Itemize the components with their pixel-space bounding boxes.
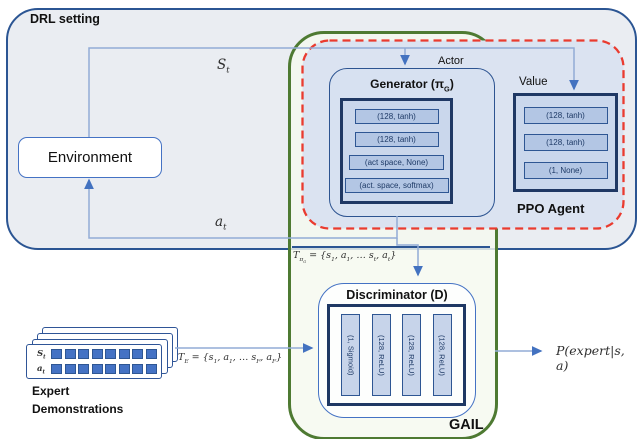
- actor-box: Generator (πG) (128, tanh) (128, tanh) (…: [329, 68, 495, 217]
- data-cell: [118, 364, 130, 374]
- data-cell: [105, 364, 116, 374]
- data-cell: [145, 364, 157, 374]
- generator-title: Generator (πG): [370, 77, 454, 94]
- action-data-cells: [51, 364, 159, 374]
- state-flow-label: St: [217, 57, 230, 75]
- data-cell: [132, 364, 143, 374]
- expert-label-line1: Expert: [32, 384, 70, 398]
- value-label: Value: [519, 76, 548, 88]
- actor-label: Actor: [438, 55, 464, 67]
- generator-layer-4: (act. space, softmax): [344, 178, 449, 193]
- data-cell: [145, 349, 157, 359]
- discriminator-network-box: (1, Sigmoid) (128, ReLU) (128, ReLU) (12…: [327, 304, 466, 406]
- discriminator-layer-4: (128, ReLU): [432, 314, 452, 396]
- expert-trajectory-label: TE = {s1, a1, … sF, aF}: [178, 352, 283, 365]
- drl-setting-title: DRL setting: [30, 12, 100, 26]
- environment-box: Environment: [18, 137, 162, 178]
- data-cell: [51, 349, 62, 359]
- state-data-cells: [51, 349, 159, 359]
- action-row-label: at: [37, 364, 45, 376]
- ppo-agent-label: PPO Agent: [517, 201, 585, 216]
- data-cell: [105, 349, 116, 359]
- data-cell: [91, 364, 103, 374]
- discriminator-layer-2: (128, ReLU): [371, 314, 391, 396]
- discriminator-title: Discriminator (D): [346, 288, 448, 302]
- value-network-box: (128, tanh) (128, tanh) (1, None): [513, 93, 618, 192]
- generator-network-box: (128, tanh) (128, tanh) (act space, None…: [340, 98, 453, 204]
- data-cell: [118, 349, 130, 359]
- generator-trajectory-label: TπG = {s1, a1, … st, at}: [293, 250, 397, 265]
- data-cell: [91, 349, 103, 359]
- discriminator-layer-3: (128, ReLU): [402, 314, 422, 396]
- generator-layer-3: (act space, None): [349, 155, 444, 170]
- gail-label: GAIL: [449, 417, 484, 433]
- data-cell: [132, 349, 143, 359]
- expert-label-line2: Demonstrations: [32, 402, 124, 416]
- value-layer-2: (128, tanh): [523, 134, 608, 151]
- state-row: St: [37, 349, 159, 361]
- data-cell: [78, 364, 89, 374]
- generator-layer-1: (128, tanh): [354, 109, 439, 124]
- expert-card-front: St at: [26, 344, 162, 379]
- discriminator-layer-1: (1, Sigmoid): [341, 314, 361, 396]
- discriminator-box: Discriminator (D) (1, Sigmoid) (128, ReL…: [318, 283, 476, 418]
- expert-demonstrations-label: Expert Demonstrations: [32, 382, 123, 418]
- probability-output-label: P(expert|s, a): [556, 343, 625, 373]
- data-cell: [78, 349, 89, 359]
- environment-label: Environment: [47, 149, 133, 166]
- state-row-label: St: [37, 349, 46, 361]
- action-flow-label: at: [215, 214, 227, 232]
- value-layer-3: (1, None): [523, 161, 608, 179]
- data-cell: [51, 364, 62, 374]
- action-row: at: [37, 364, 159, 376]
- data-cell: [64, 364, 76, 374]
- value-layer-1: (128, tanh): [523, 106, 608, 124]
- data-cell: [64, 349, 76, 359]
- generator-layer-2: (128, tanh): [354, 132, 439, 147]
